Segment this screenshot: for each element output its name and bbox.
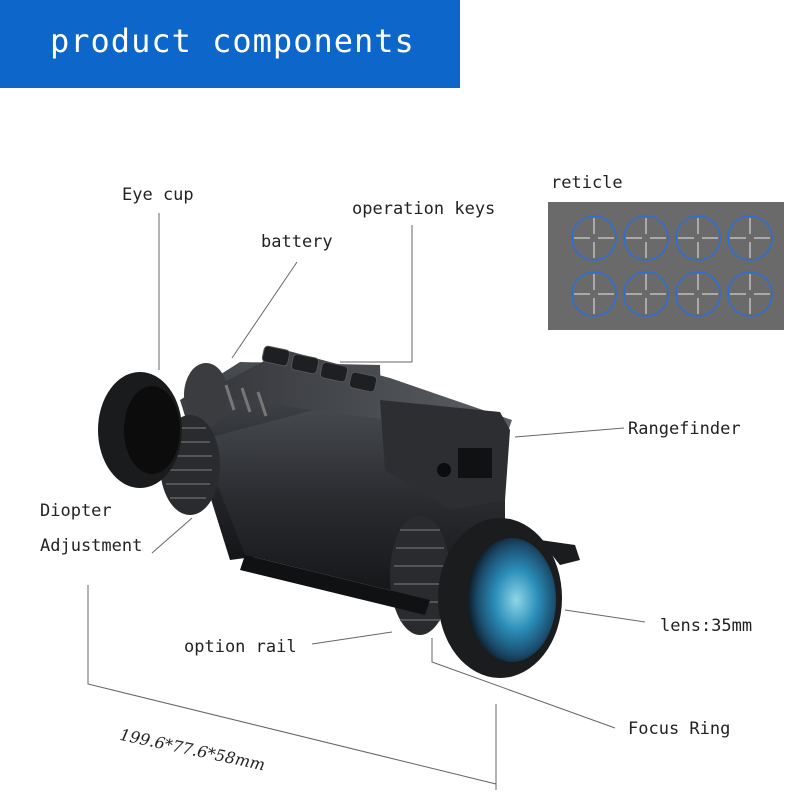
- lens-cap-tab: [540, 540, 580, 565]
- reticle-7: [675, 271, 721, 317]
- label-diopter: Diopter: [40, 501, 112, 521]
- page-title: product components: [50, 22, 415, 60]
- reticle-grid: [571, 215, 773, 317]
- reticle-3: [675, 215, 721, 261]
- label-operation-keys: operation keys: [352, 199, 496, 219]
- option-rail: [240, 555, 430, 615]
- rangefinder-module: [380, 400, 510, 510]
- eye-cup-inner: [124, 386, 180, 474]
- reticle-2: [623, 215, 669, 261]
- battery-leader: [231, 261, 298, 359]
- diopter-ring-grips: [164, 427, 212, 499]
- label-rangefinder: Rangefinder: [628, 419, 741, 439]
- operation-keys-group: [261, 345, 378, 393]
- label-adjustment: Adjustment: [40, 536, 143, 556]
- key-4: [348, 371, 378, 393]
- rangefinder-leader: [514, 427, 625, 438]
- rangefinder-emitter: [437, 463, 451, 477]
- diopter-leader: [151, 517, 193, 554]
- label-option-rail: option rail: [184, 637, 297, 657]
- label-reticle: reticle: [551, 173, 623, 193]
- label-focus-ring: Focus Ring: [628, 719, 731, 739]
- reticle-4: [727, 215, 773, 261]
- reticle-6: [623, 271, 669, 317]
- key-3: [319, 361, 349, 383]
- focus-ring-leader: [431, 638, 616, 729]
- dimension-line: [87, 585, 497, 790]
- objective-lens: [468, 538, 556, 662]
- label-eye-cup: Eye cup: [122, 185, 194, 205]
- option-rail-leader: [311, 631, 393, 645]
- title-banner: product components: [0, 0, 460, 88]
- lens-leader: [564, 609, 646, 623]
- reticle-8: [727, 271, 773, 317]
- reticle-5: [571, 271, 617, 317]
- operation-keys-leader: [340, 225, 413, 363]
- label-lens: lens:35mm: [660, 616, 753, 636]
- battery-cap-ribs: [224, 384, 268, 417]
- rangefinder-window: [458, 448, 492, 478]
- reticle-panel: [548, 202, 784, 330]
- reticle-1: [571, 215, 617, 261]
- key-2: [290, 353, 320, 375]
- battery-cap: [184, 363, 228, 427]
- label-battery: battery: [261, 232, 333, 252]
- key-1: [261, 345, 291, 367]
